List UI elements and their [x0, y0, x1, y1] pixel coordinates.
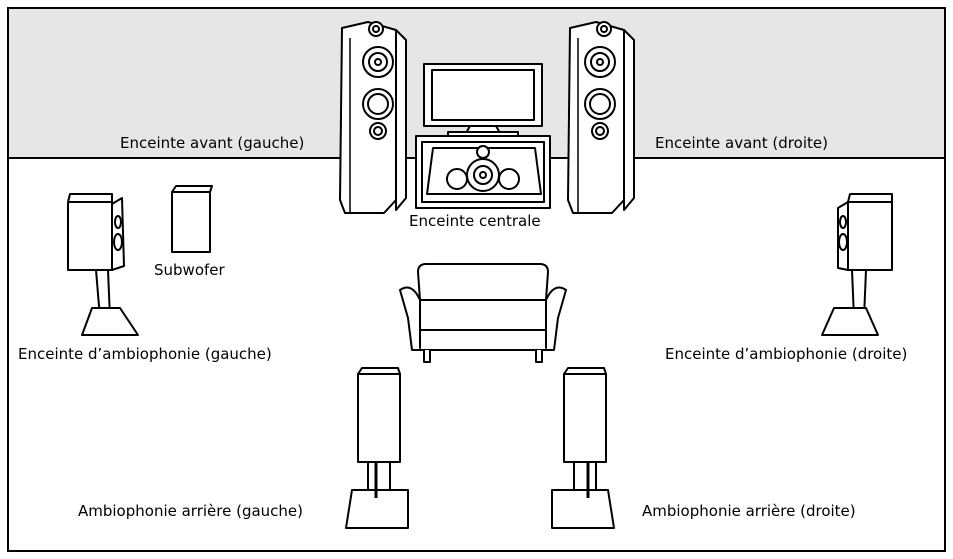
- sofa: [399, 263, 567, 363]
- rear-left-speaker: [345, 367, 409, 529]
- label-front-right: Enceinte avant (droite): [655, 134, 828, 152]
- label-front-left: Enceinte avant (gauche): [120, 134, 304, 152]
- front-left-speaker: [339, 21, 407, 214]
- center-speaker: [415, 135, 551, 209]
- rear-right-speaker: [551, 367, 615, 529]
- room-outline: [7, 7, 946, 552]
- label-rear-left: Ambiophonie arrière (gauche): [78, 502, 303, 520]
- label-surround-left: Enceinte d’ambiophonie (gauche): [18, 345, 272, 363]
- television: [423, 63, 543, 138]
- label-subwoofer: Subwofer: [154, 261, 226, 279]
- surround-left-speaker: [67, 193, 139, 336]
- subwoofer: [171, 185, 213, 253]
- label-rear-right: Ambiophonie arrière (droite): [642, 502, 856, 520]
- label-center: Enceinte centrale: [409, 212, 541, 230]
- label-surround-right: Enceinte d’ambiophonie (droite): [665, 345, 907, 363]
- front-right-speaker: [567, 21, 635, 214]
- surround-right-speaker: [821, 193, 893, 336]
